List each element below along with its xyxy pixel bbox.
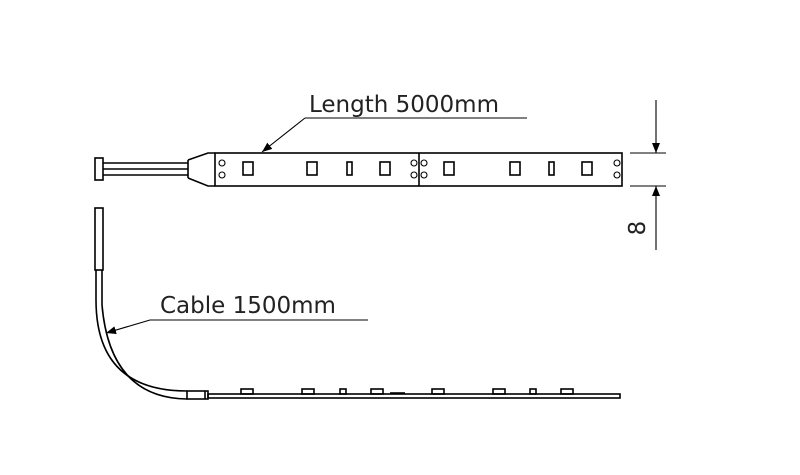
strip-top-view <box>94 152 623 187</box>
led-chip <box>242 161 254 176</box>
led-chip <box>379 161 391 176</box>
side-led-bumps <box>240 388 574 395</box>
width-dimension: 8 <box>625 100 666 250</box>
cable-end-connector <box>94 207 104 271</box>
led-chip <box>581 161 593 176</box>
length-callout: Length 5000mm <box>261 92 527 153</box>
resistor <box>548 161 555 176</box>
end-connector <box>94 157 104 181</box>
cable-callout: Cable 1500mm <box>105 293 368 335</box>
cable <box>95 270 188 392</box>
solder-pads <box>218 159 621 179</box>
cable-label: Cable 1500mm <box>160 293 336 319</box>
led-chips <box>242 161 593 176</box>
led-chip <box>443 161 455 176</box>
wire-taper <box>187 152 215 187</box>
side-strip <box>207 393 621 399</box>
led-chip <box>306 161 318 176</box>
width-label: 8 <box>625 221 651 236</box>
led-chip <box>509 161 521 176</box>
resistor <box>346 161 353 176</box>
length-label: Length 5000mm <box>309 92 499 118</box>
strip-side-view <box>94 207 621 400</box>
wires <box>103 162 188 176</box>
